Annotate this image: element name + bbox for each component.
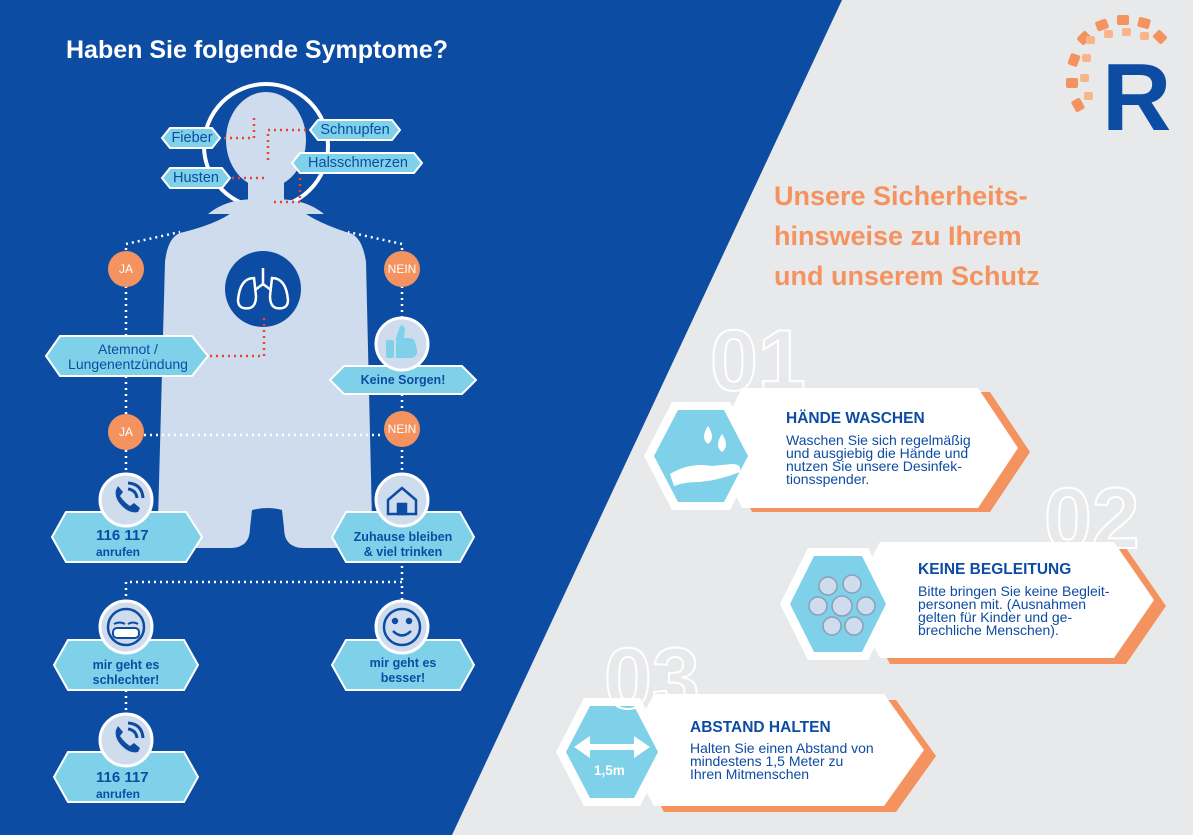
page-title: Haben Sie folgende Symptome?: [66, 36, 449, 64]
logo-letter: R: [1102, 44, 1172, 151]
card-1-shape: [644, 388, 1030, 512]
atemnot-label: Atemnot / Lungenentzündung: [50, 342, 206, 372]
ja-circle-2: JA: [118, 425, 133, 439]
card-1-text: Waschen Sie sich regelmäßig und ausgiebi…: [786, 432, 996, 487]
lungs-icon: [236, 268, 290, 310]
symptom-lines: [210, 118, 312, 358]
phone-icon: [115, 481, 145, 513]
nein-circle-1: NEIN: [387, 262, 417, 276]
symptom-halsschmerzen: Halsschmerzen: [308, 155, 408, 171]
card-1-number: 01: [709, 312, 807, 410]
lungs-circle: [225, 251, 301, 327]
phone-number-2: 116 117: [96, 769, 149, 786]
card-2-line-3: gelten für Kinder und ge-: [918, 609, 1073, 625]
card-1-line-3: nutzen Sie unsere Desinfek-: [786, 458, 962, 474]
phone-number-1: 116 117: [96, 527, 149, 544]
zuhause-label: Zuhause bleiben & viel trinken: [336, 530, 470, 560]
headline-line-3: und unserem Schutz: [774, 261, 1040, 291]
decision-circles: [108, 251, 420, 450]
besser-label: mir geht es besser!: [336, 656, 470, 686]
card-3-title: ABSTAND HALTEN: [690, 719, 831, 736]
card-1-line-2: und ausgiebig die Hände und: [786, 445, 969, 461]
schlechter-line-1: mir geht es: [92, 658, 160, 672]
card-1-line-4: tionsspender.: [786, 471, 870, 487]
phone-block-1: 116 117 anrufen: [96, 528, 149, 560]
ja-circle-1: JA: [118, 262, 133, 276]
schlechter-line-2: schlechter!: [92, 673, 160, 687]
card-3-shape: [556, 694, 936, 812]
thumbs-up-icon: [386, 325, 418, 358]
hand-washing-icon: [670, 426, 741, 486]
atemnot-line-1: Atemnot /: [98, 341, 158, 357]
headline-line-1: Unsere Sicherheits-: [774, 181, 1028, 211]
card-1-line-1: Waschen Sie sich regelmäßig: [786, 432, 971, 448]
symptom-schnupfen: Schnupfen: [320, 122, 390, 138]
besser-line-2: besser!: [380, 671, 426, 685]
logo-rays: [1066, 15, 1167, 112]
card-2-line-2: personen mit. (Ausnahmen: [918, 596, 1087, 612]
card-2-title: KEINE BEGLEITUNG: [918, 561, 1072, 578]
zuhause-line-1: Zuhause bleiben: [353, 530, 453, 544]
card-3-line-2: mindestens 1,5 Meter zu: [690, 753, 844, 769]
card-2-line-1: Bitte bringen Sie keine Begleit-: [918, 583, 1110, 599]
smiley-face-icon: [382, 607, 422, 647]
flow-banners: [44, 335, 478, 803]
atemnot-line-2: Lungenentzündung: [68, 356, 188, 372]
schlechter-label: mir geht es schlechter!: [58, 658, 194, 688]
card-2-line-4: brechliche Menschen).: [918, 622, 1059, 638]
card-2-text: Bitte bringen Sie keine Begleit- persone…: [918, 583, 1138, 638]
card-3-number: 03: [603, 630, 701, 728]
distance-arrow-icon: [574, 736, 650, 758]
card-3-line-3: Ihren Mitmenschen: [690, 766, 810, 782]
card-3-text: Halten Sie einen Abstand von mindestens …: [690, 740, 910, 782]
blue-panel: [0, 0, 842, 835]
symptom-tags: [160, 119, 424, 189]
phone-block-2: 116 117 anrufen: [96, 770, 149, 802]
head-silhouette: [208, 92, 324, 216]
nein-circle-2: NEIN: [387, 422, 417, 436]
headline: Unsere Sicherheits- hinsweise zu Ihrem u…: [774, 176, 1154, 296]
card-1-title: HÄNDE WASCHEN: [786, 410, 925, 427]
card-2-number: 02: [1043, 470, 1141, 568]
card-3-line-1: Halten Sie einen Abstand von: [690, 740, 874, 756]
zuhause-line-2: & viel trinken: [363, 545, 443, 559]
group-people-icon: [808, 574, 876, 636]
masked-face-icon: [106, 607, 146, 647]
phone-action-1: anrufen: [96, 545, 141, 559]
phone-action-2: anrufen: [96, 787, 141, 801]
distance-label: 1,5m: [594, 763, 625, 778]
phone-icon-2: [115, 721, 145, 753]
keine-sorgen-label: Keine Sorgen!: [360, 373, 446, 387]
symptom-fieber: Fieber: [171, 130, 213, 146]
symptom-husten: Husten: [173, 170, 219, 186]
besser-line-1: mir geht es: [369, 656, 437, 670]
headline-line-2: hinsweise zu Ihrem: [774, 221, 1022, 251]
house-icon: [386, 486, 418, 516]
